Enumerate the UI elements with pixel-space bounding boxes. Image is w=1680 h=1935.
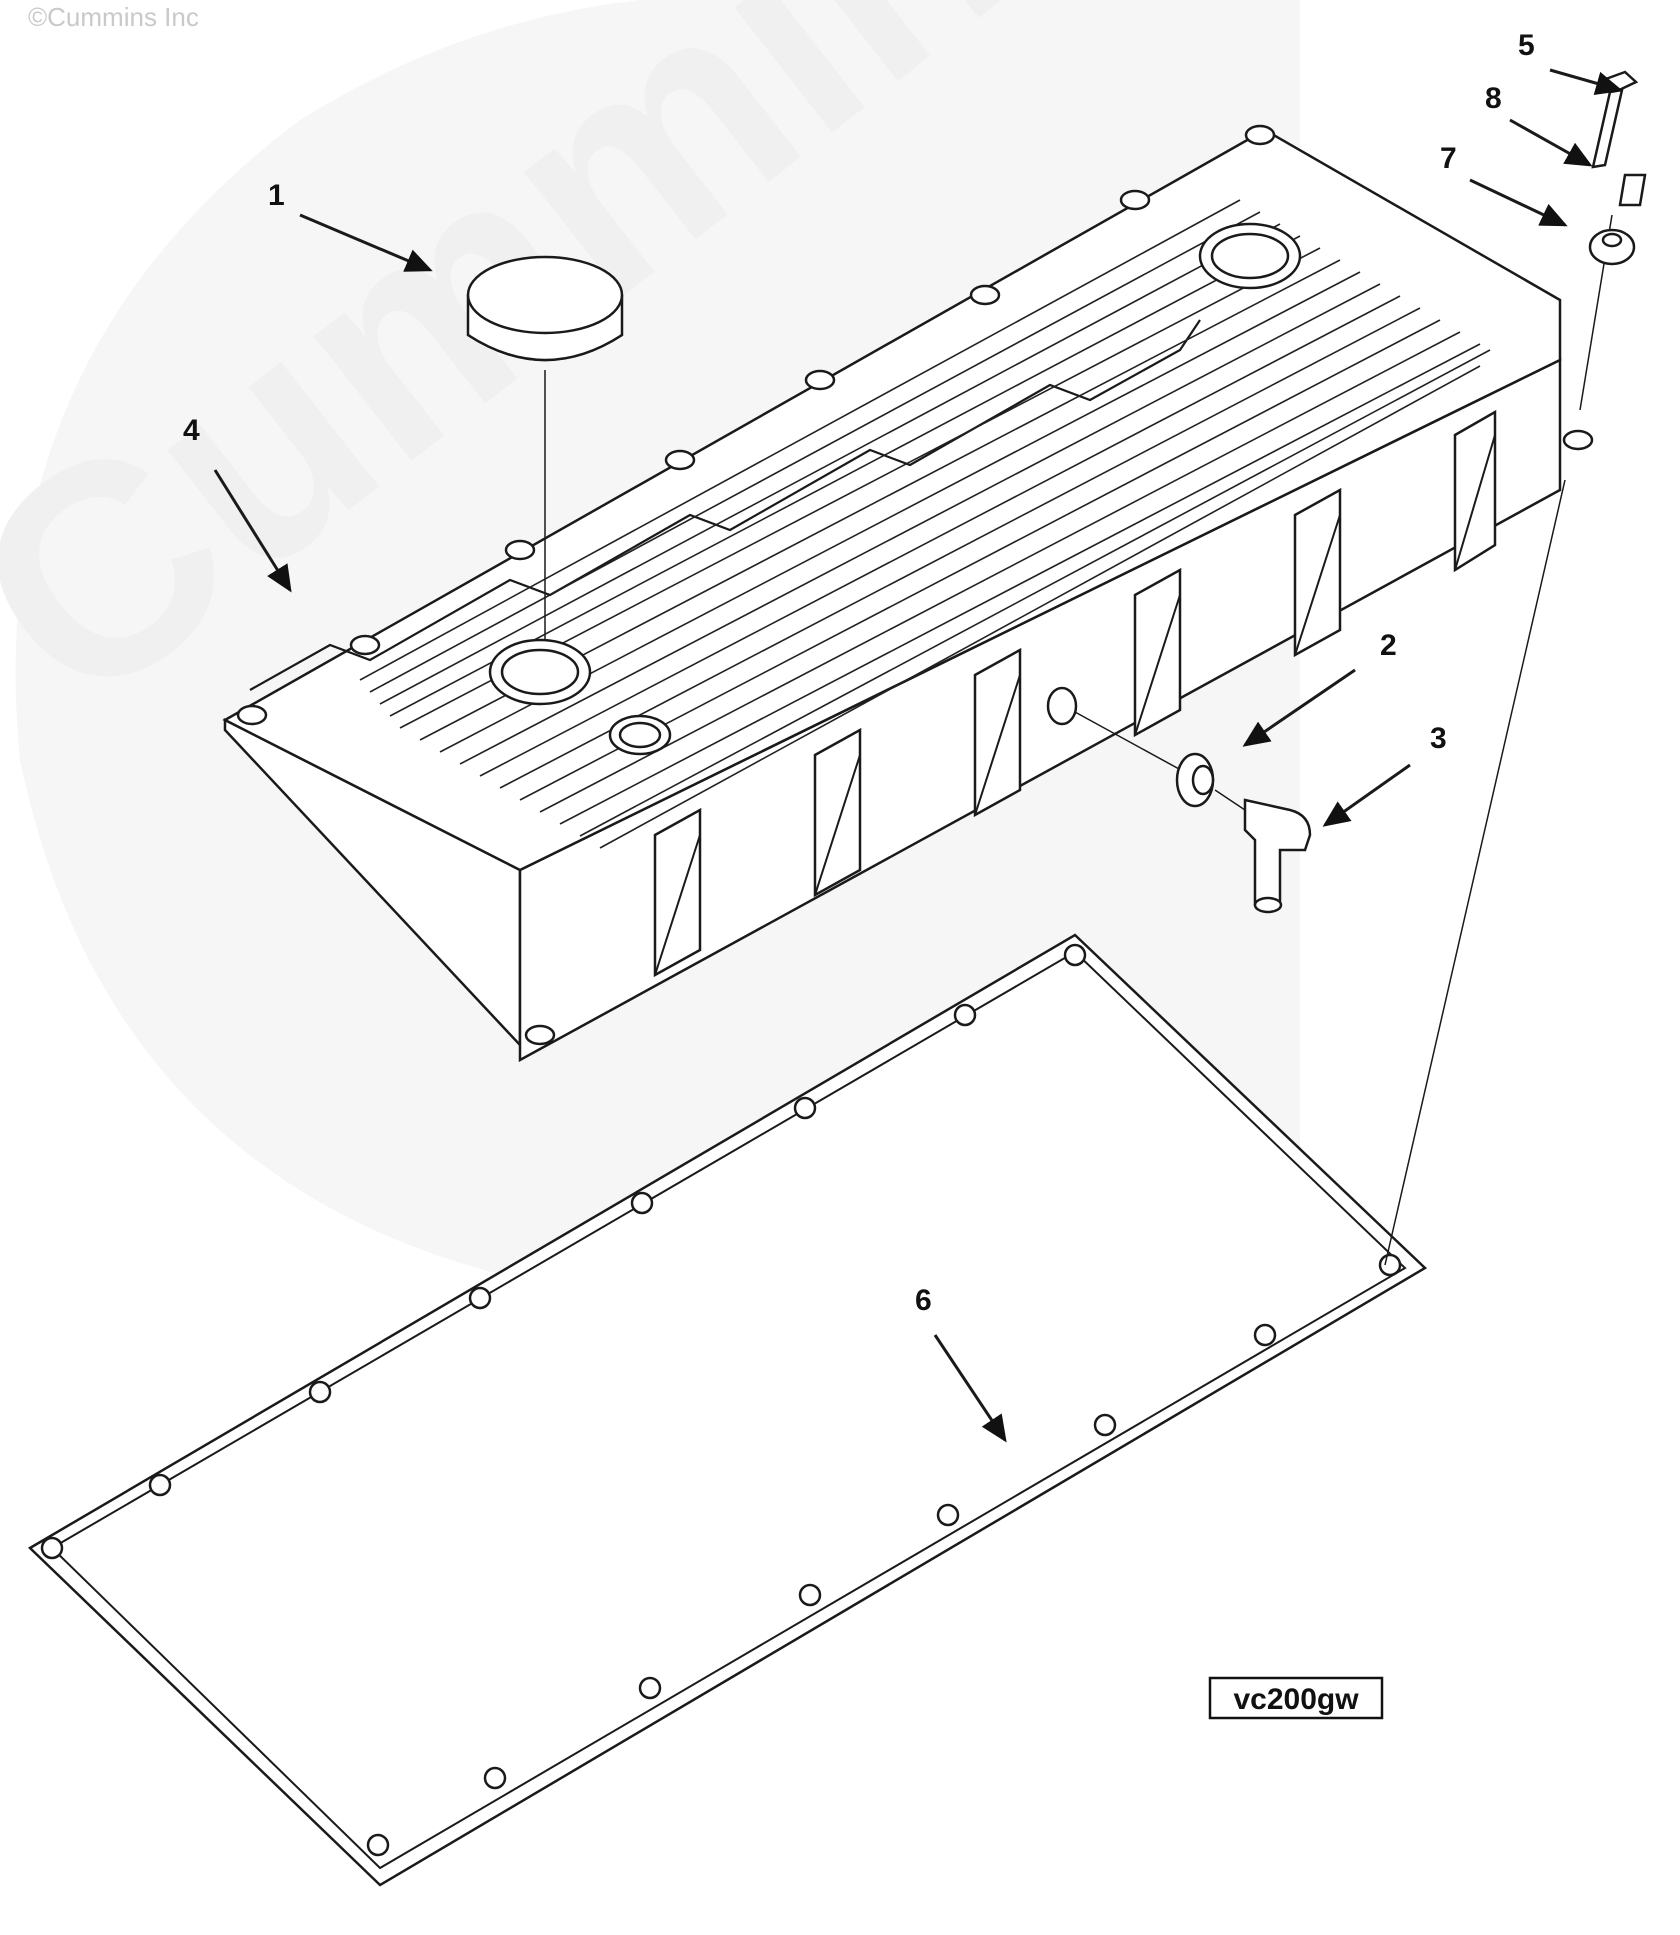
callout-2: 2 — [1380, 629, 1397, 662]
elbow-fitting — [1243, 798, 1312, 912]
valve-cover — [222, 124, 1594, 1063]
callout-numbers: 1 2 3 4 5 6 7 8 — [183, 29, 1535, 1317]
oil-fill-cap — [466, 255, 624, 640]
drawing-id-text: vc200gw — [1233, 1683, 1359, 1716]
callout-4: 4 — [183, 414, 200, 447]
callout-arrows — [213, 68, 1623, 1443]
cover-oil-fill-ports — [488, 222, 1302, 756]
callout-5: 5 — [1518, 29, 1535, 62]
cover-fins — [359, 199, 1491, 849]
copyright-watermark: ©Cummins Inc — [28, 2, 199, 32]
cover-gasket — [27, 933, 1428, 1887]
isolator — [1618, 173, 1647, 207]
cover-side-ribs — [653, 409, 1497, 978]
breather-port — [1046, 686, 1078, 726]
gasket-bolt-holes — [40, 943, 1402, 1857]
callout-6: 6 — [915, 1284, 932, 1317]
callout-1: 1 — [268, 179, 285, 212]
cover-bolt-holes — [236, 124, 1594, 1046]
callout-8: 8 — [1485, 82, 1502, 115]
mounting-hardware — [1579, 70, 1647, 411]
breather-fitting-assembly — [1074, 711, 1312, 914]
callout-7: 7 — [1440, 142, 1457, 175]
callout-3: 3 — [1430, 722, 1447, 755]
hardware-reference-line — [1384, 479, 1566, 1266]
drawing-id-label: vc200gw — [1208, 1676, 1384, 1720]
